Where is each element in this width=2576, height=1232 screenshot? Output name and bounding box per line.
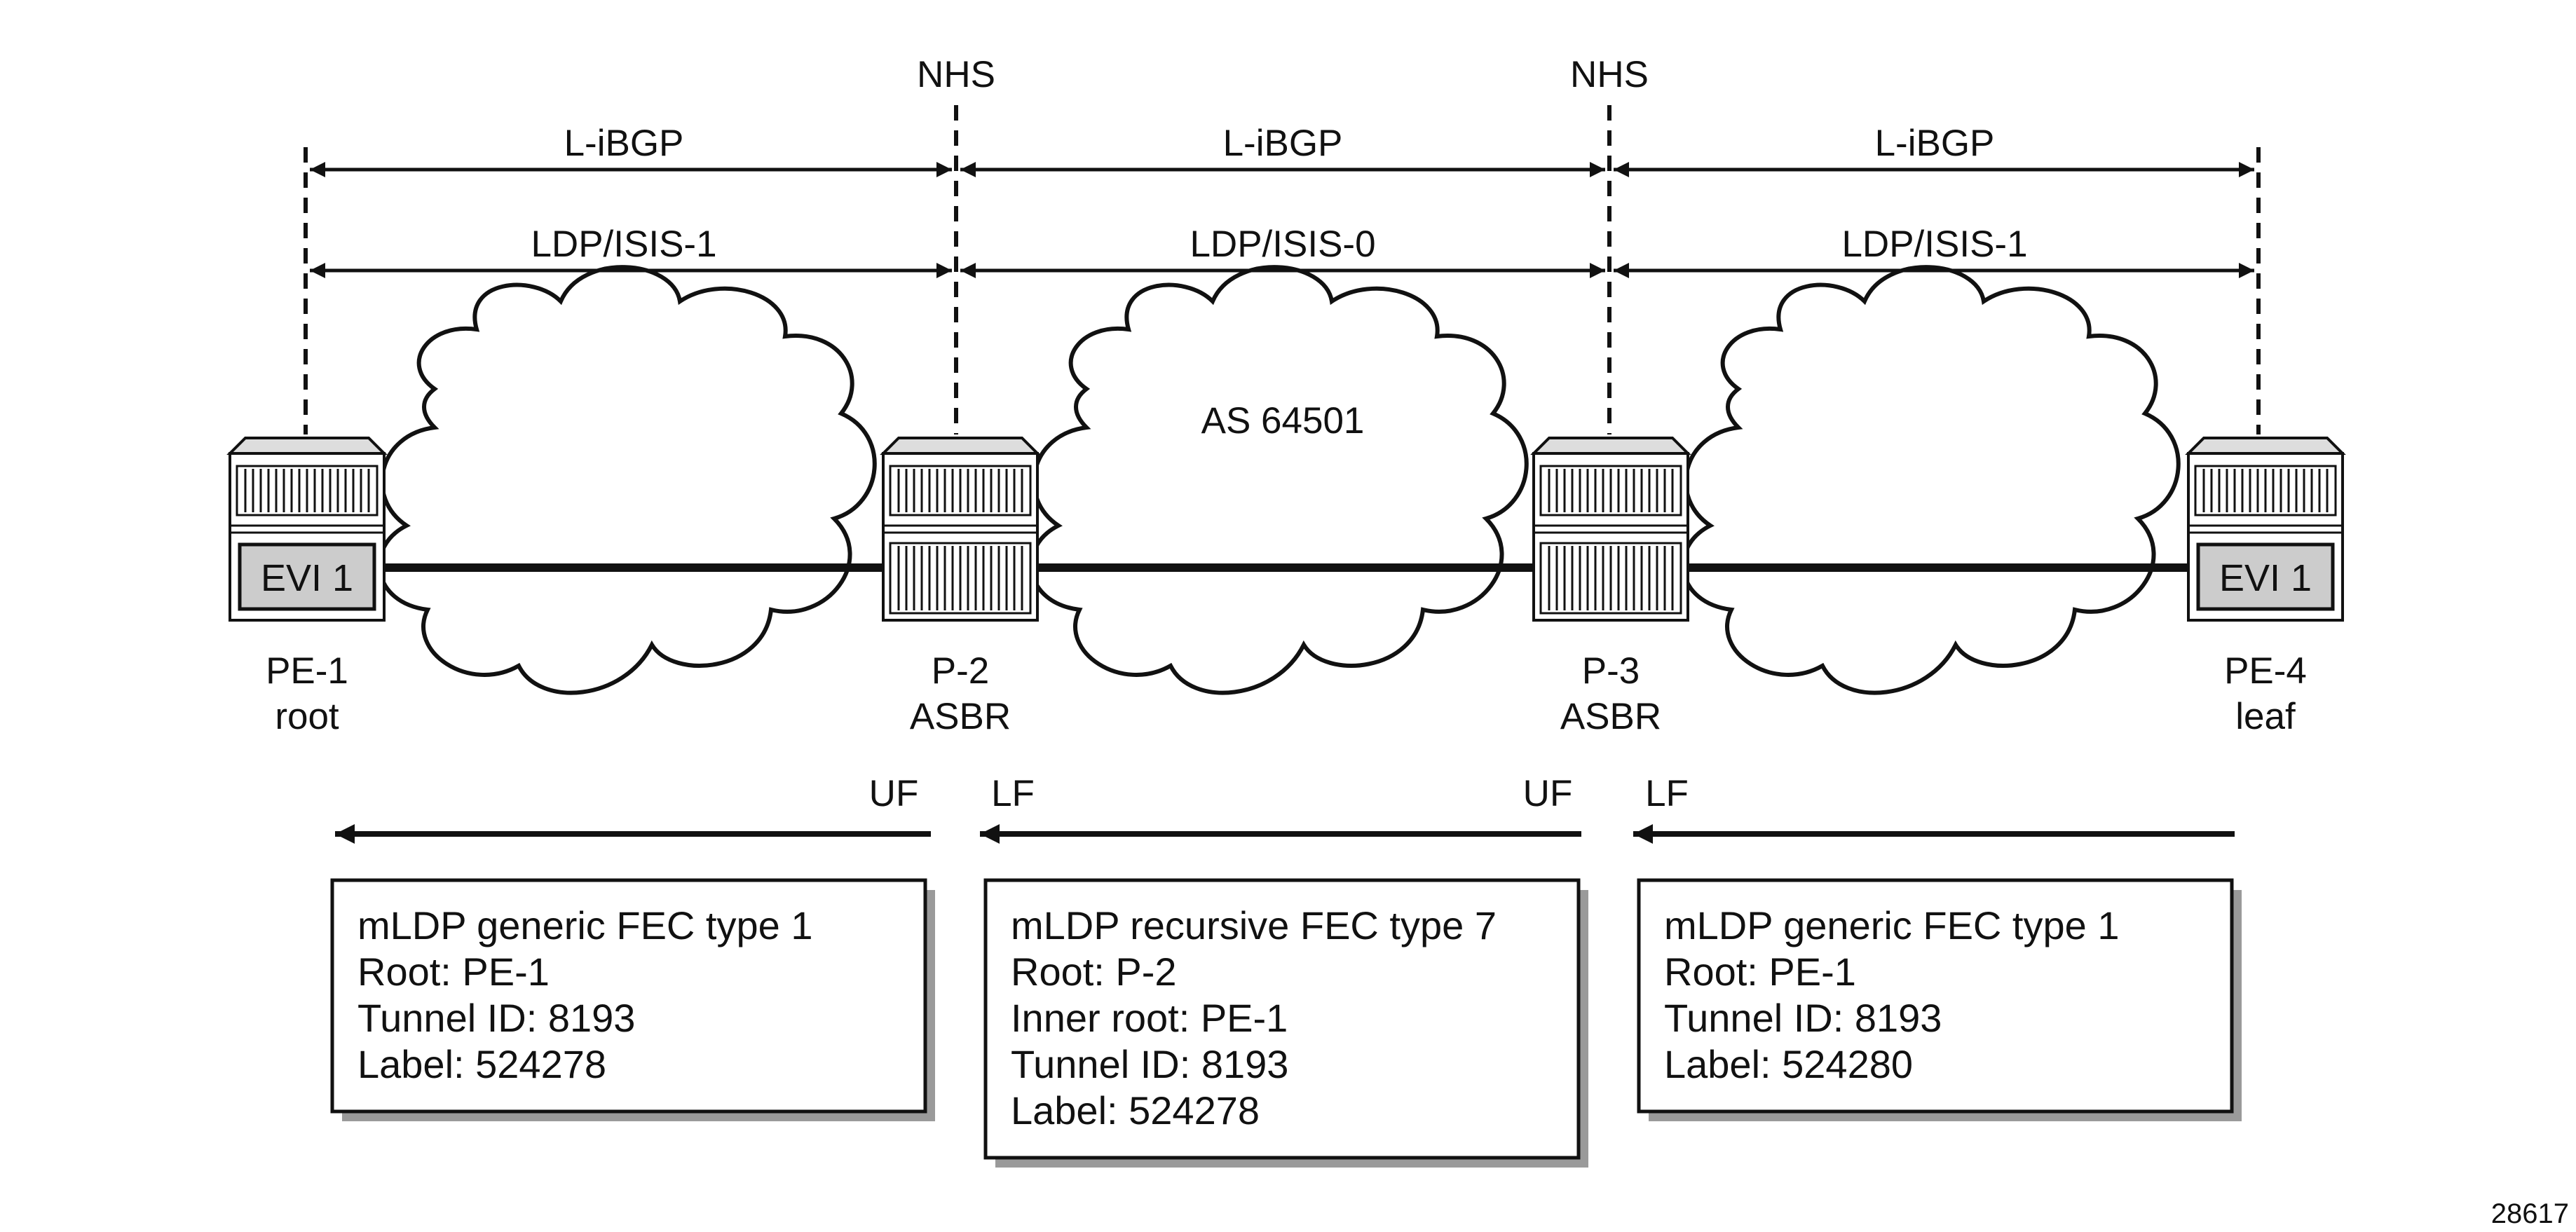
router-cap <box>880 437 1041 455</box>
fec-box-1-line-3: Tunnel ID: 8193 <box>357 996 635 1040</box>
fec-box-1: mLDP generic FEC type 1 Root: PE-1 Tunne… <box>330 878 935 1121</box>
fec-box-3-line-1: mLDP generic FEC type 1 <box>1664 903 2119 947</box>
fec-box-2-line-1: mLDP recursive FEC type 7 <box>1011 903 1497 947</box>
fec-box-2-line-4: Tunnel ID: 8193 <box>1011 1042 1288 1086</box>
igp-label-1: LDP/ISIS-1 <box>531 224 716 265</box>
fec-box-3-line-3: Tunnel ID: 8193 <box>1664 996 1942 1040</box>
node-name-p2: P-2 <box>932 650 989 692</box>
igp-label-2: LDP/ISIS-0 <box>1190 224 1375 265</box>
node-role-pe4: leaf <box>2235 696 2296 737</box>
bgp-label-1: L-iBGP <box>564 123 684 164</box>
dashed-boundaries <box>304 105 2261 434</box>
igp-label-3: LDP/ISIS-1 <box>1841 224 2027 265</box>
router-cap <box>226 437 388 455</box>
fec-box-2-line-2: Root: P-2 <box>1011 950 1177 994</box>
uf-label-p3: UF <box>1523 773 1573 814</box>
fec-box-3-line-4: Label: 524280 <box>1664 1042 1913 1086</box>
figure-id: 28617 <box>2491 1198 2569 1229</box>
evi-label: EVI 1 <box>261 557 353 599</box>
bgp-label-3: L-iBGP <box>1875 123 1995 164</box>
node-name-p3: P-3 <box>1582 650 1640 692</box>
router-cap <box>2185 437 2346 455</box>
node-role-p2: ASBR <box>910 696 1011 737</box>
evi-box <box>238 542 376 611</box>
bgp-label-2: L-iBGP <box>1223 123 1343 164</box>
evi-label: EVI 1 <box>2219 557 2312 599</box>
node-role-p3: ASBR <box>1560 696 1661 737</box>
router-p2 <box>880 437 1041 622</box>
router-pe4: EVI 1 <box>2185 437 2346 622</box>
session-arrows <box>310 162 2254 278</box>
nhs-label-p2: NHS <box>917 54 995 95</box>
router-pe1: EVI 1 <box>226 437 388 622</box>
cloud-as-left <box>377 265 877 695</box>
fec-box-2-line-5: Label: 524278 <box>1011 1088 1260 1132</box>
fec-box-2-line-3: Inner root: PE-1 <box>1011 996 1288 1040</box>
router-cap <box>1530 437 1691 455</box>
cloud-as-right <box>1681 265 2181 695</box>
fec-box-2: mLDP recursive FEC type 7 Root: P-2 Inne… <box>983 878 1588 1168</box>
uf-label-p2: UF <box>869 773 919 814</box>
fec-box-3-line-2: Root: PE-1 <box>1664 950 1856 994</box>
nhs-label-p3: NHS <box>1570 54 1649 95</box>
evi-box <box>2196 542 2335 611</box>
fec-box-1-line-4: Label: 524278 <box>357 1042 606 1086</box>
lf-label-p2: LF <box>991 773 1035 814</box>
routers: EVI 1 EVI 1 <box>226 437 2346 622</box>
node-role-pe1: root <box>275 696 339 737</box>
fec-box-1-line-2: Root: PE-1 <box>357 950 550 994</box>
node-name-pe4: PE-4 <box>2224 650 2307 692</box>
fec-box-1-line-1: mLDP generic FEC type 1 <box>357 903 812 947</box>
router-p3 <box>1530 437 1691 622</box>
node-name-pe1: PE-1 <box>266 650 348 692</box>
cloud-as-64501 <box>1029 265 1529 695</box>
lf-label-p3: LF <box>1645 773 1689 814</box>
fec-box-3: mLDP generic FEC type 1 Root: PE-1 Tunne… <box>1637 878 2242 1121</box>
as-label: AS 64501 <box>1201 400 1365 442</box>
